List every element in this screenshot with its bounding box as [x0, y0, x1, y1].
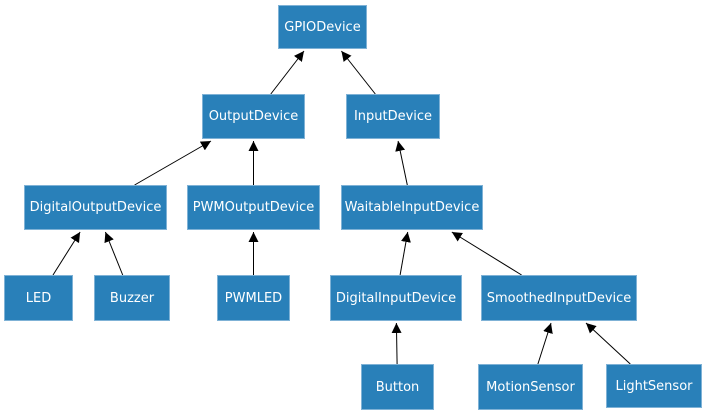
edge-MotionSensor-to-SmoothedInputDevice	[537, 322, 553, 365]
node-pwmoutputdevice-label: PWMOutputDevice	[192, 200, 315, 215]
node-button: Button	[361, 364, 434, 410]
node-outputdevice-label: OutputDevice	[208, 109, 299, 124]
node-inputdevice-label: InputDevice	[353, 109, 433, 124]
node-digitaloutputdevice: DigitalOutputDevice	[24, 185, 167, 230]
node-smoothedinputdevice-label: SmoothedInputDevice	[486, 290, 632, 306]
node-inputdevice: InputDevice	[346, 94, 440, 139]
node-button-label: Button	[375, 379, 420, 395]
edge-Button-to-DigitalInputDevice	[391, 322, 402, 365]
edge-InputDevice-to-GPIODevice	[341, 50, 376, 95]
edge-LightSensor-to-SmoothedInputDevice	[585, 322, 631, 365]
node-motionsensor-label: MotionSensor	[486, 379, 575, 395]
node-outputdevice: OutputDevice	[202, 94, 305, 139]
node-motionsensor: MotionSensor	[478, 364, 583, 410]
node-pwmled: PWMLED	[217, 275, 290, 321]
node-buzzer: Buzzer	[94, 275, 170, 321]
node-led-label: LED	[25, 290, 52, 306]
node-waitableinputdevice: WaitableInputDevice	[341, 185, 483, 230]
node-waitableinputdevice-label: WaitableInputDevice	[344, 200, 480, 215]
node-lightsensor-label: LightSensor	[615, 378, 693, 394]
edge-SmoothedInputDevice-to-WaitableInputDevice	[451, 231, 522, 276]
edge-DigitalOutputDevice-to-OutputDevice	[134, 140, 212, 186]
node-pwmled-label: PWMLED	[224, 290, 283, 306]
node-lightsensor: LightSensor	[606, 364, 702, 408]
edge-DigitalInputDevice-to-WaitableInputDevice	[399, 231, 411, 276]
node-digitaloutputdevice-label: DigitalOutputDevice	[29, 200, 162, 215]
edge-WaitableInputDevice-to-InputDevice	[395, 140, 408, 186]
node-buzzer-label: Buzzer	[109, 290, 155, 306]
node-digitalinputdevice: DigitalInputDevice	[330, 275, 462, 321]
edge-Buzzer-to-DigitalOutputDevice	[104, 231, 124, 276]
node-smoothedinputdevice: SmoothedInputDevice	[481, 275, 637, 321]
node-digitalinputdevice-label: DigitalInputDevice	[335, 290, 457, 306]
node-pwmoutputdevice: PWMOutputDevice	[187, 185, 320, 230]
node-gpiodevice-label: GPIODevice	[284, 19, 361, 35]
node-gpiodevice: GPIODevice	[278, 5, 367, 49]
edge-LED-to-DigitalOutputDevice	[52, 231, 81, 276]
edge-OutputDevice-to-GPIODevice	[270, 50, 305, 95]
node-led: LED	[4, 275, 73, 321]
